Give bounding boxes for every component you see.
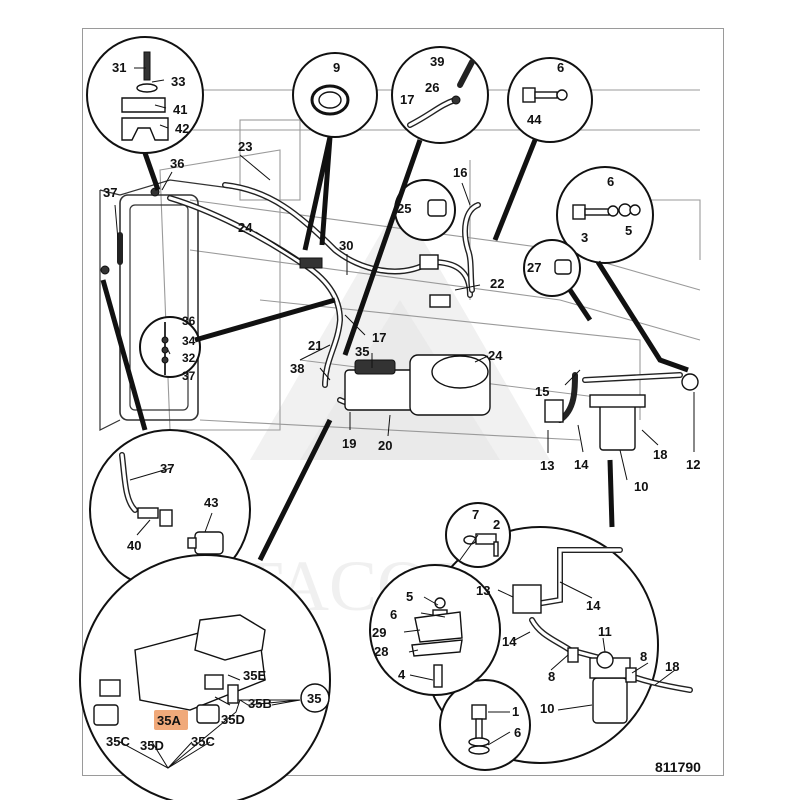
callout-35b: 35B <box>248 696 272 711</box>
callout-5-detail: 5 <box>406 589 413 604</box>
callout-35e: 35E <box>243 668 266 683</box>
callout-13-detail: 13 <box>476 583 490 598</box>
callout-35-main: 35 <box>355 344 369 359</box>
callout-2: 2 <box>493 517 500 532</box>
callout-34: 34 <box>182 334 196 348</box>
callout-35d-left: 35D <box>140 738 164 753</box>
callout-12: 12 <box>686 457 700 472</box>
callout-40: 40 <box>127 538 141 553</box>
detail-circle-bolt-44 <box>507 57 593 143</box>
callout-30: 30 <box>339 238 353 253</box>
callout-41: 41 <box>173 102 187 117</box>
callout-13-main: 13 <box>540 458 554 473</box>
callout-16: 16 <box>453 165 467 180</box>
callout-24-right: 24 <box>488 348 503 363</box>
detail-circle-connector-36 <box>139 316 201 378</box>
callout-35c-left: 35C <box>106 734 130 749</box>
callout-35a-highlighted: 35A <box>157 713 181 728</box>
callout-leaders <box>114 67 695 769</box>
callout-4: 4 <box>398 667 406 682</box>
callout-8-left: 8 <box>548 669 555 684</box>
callout-18-main: 18 <box>653 447 667 462</box>
callout-38: 38 <box>290 361 304 376</box>
figure-number: 811790 <box>655 759 701 775</box>
callout-33: 33 <box>171 74 185 89</box>
callout-37-detail: 37 <box>182 369 196 383</box>
callout-18-detail: 18 <box>665 659 679 674</box>
detail-pointer-lines <box>100 136 689 562</box>
callout-17-top: 17 <box>400 92 414 107</box>
callout-27: 27 <box>527 260 541 275</box>
callout-24-left: 24 <box>238 220 253 235</box>
highlight-35a <box>154 710 188 730</box>
callout-31: 31 <box>112 60 126 75</box>
callout-28: 28 <box>374 644 388 659</box>
callout-10-detail: 10 <box>540 701 554 716</box>
fuel-tank <box>99 179 246 431</box>
callout-29: 29 <box>372 625 386 640</box>
small-clamps <box>100 187 451 308</box>
callout-20: 20 <box>378 438 392 453</box>
detail-circle-bracket <box>86 36 204 154</box>
callout-3: 3 <box>581 230 588 245</box>
callout-21: 21 <box>308 338 322 353</box>
callout-36-top: 36 <box>170 156 184 171</box>
callout-6-bottom: 6 <box>514 725 521 740</box>
callout-35c-right: 35C <box>191 734 215 749</box>
callout-6-right: 6 <box>607 174 614 189</box>
callout-17-mid: 17 <box>372 330 386 345</box>
detail-circle-connector-43 <box>89 429 251 591</box>
fuel-hoses <box>117 182 683 423</box>
callout-35d-right: 35D <box>221 712 245 727</box>
callout-5-right: 5 <box>625 223 632 238</box>
detail-circle-fitting <box>391 46 489 144</box>
detail-circle-hose-clamp <box>292 52 378 138</box>
callout-labels: 31 33 41 42 9 39 26 17 6 44 23 36 37 16 … <box>103 54 701 775</box>
callout-15: 15 <box>535 384 549 399</box>
callout-26: 26 <box>425 80 439 95</box>
callout-1: 1 <box>512 704 519 719</box>
filter-assembly <box>544 373 699 451</box>
callout-14-main: 14 <box>574 457 589 472</box>
callout-36-detail: 36 <box>182 314 196 328</box>
callout-37-lower: 37 <box>160 461 174 476</box>
callout-35-ring <box>300 683 330 713</box>
callout-6-detail: 6 <box>390 607 397 622</box>
callout-14-detail-top: 14 <box>586 598 601 613</box>
diagram-frame <box>82 28 724 776</box>
callout-23: 23 <box>238 139 252 154</box>
detail-circle-pump-35 <box>79 554 331 800</box>
callout-22: 22 <box>490 276 504 291</box>
callout-19: 19 <box>342 436 356 451</box>
detail-circle-nut-27 <box>523 239 581 297</box>
callout-14-detail-mid: 14 <box>502 634 517 649</box>
callout-39: 39 <box>430 54 444 69</box>
callout-8-right: 8 <box>640 649 647 664</box>
detail-circle-bolt-1 <box>439 679 531 771</box>
callout-43: 43 <box>204 495 218 510</box>
callout-35-ring-label: 35 <box>307 691 321 706</box>
callout-44: 44 <box>527 112 542 127</box>
callout-11: 11 <box>598 624 612 639</box>
callout-7: 7 <box>472 507 479 522</box>
callout-10-main: 10 <box>634 479 648 494</box>
detail-circle-bracket-29 <box>369 564 501 696</box>
callout-42: 42 <box>175 121 189 136</box>
callout-37-top: 37 <box>103 185 117 200</box>
callout-9: 9 <box>333 60 340 75</box>
injection-pump <box>344 354 491 416</box>
callout-6-top: 6 <box>557 60 564 75</box>
detail-circle-bolt-3 <box>556 166 654 264</box>
callout-32: 32 <box>182 351 196 365</box>
callout-25: 25 <box>397 201 411 216</box>
